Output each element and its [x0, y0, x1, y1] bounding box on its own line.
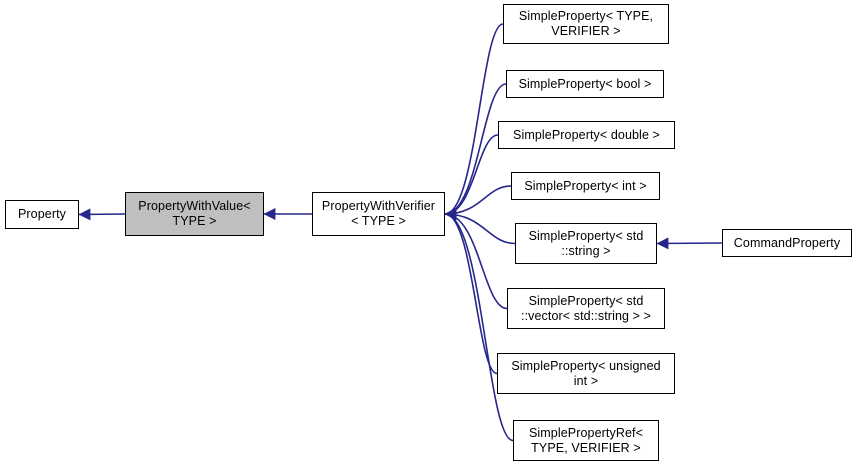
edge-simple-property-unsigned-int-to-property-with-verifier — [444, 208, 498, 375]
node-command-property[interactable]: CommandProperty — [722, 229, 852, 257]
node-label: PropertyWithVerifier < TYPE > — [321, 199, 436, 228]
node-simple-property-type-verifier[interactable]: SimpleProperty< TYPE, VERIFIER > — [503, 4, 669, 44]
node-label: SimpleProperty< std ::vector< std::strin… — [521, 293, 651, 323]
node-property[interactable]: Property — [5, 200, 79, 229]
node-simple-property-bool[interactable]: SimpleProperty< bool > — [506, 70, 664, 98]
node-simple-property-unsigned-int[interactable]: SimpleProperty< unsigned int > — [497, 353, 675, 394]
edge-simple-property-std-string-to-property-with-verifier — [444, 208, 516, 245]
edge-simple-property-bool-to-property-with-verifier — [444, 83, 507, 220]
node-simple-property-int[interactable]: SimpleProperty< int > — [511, 172, 660, 200]
edge-simple-property-ref-type-verifier-to-property-with-verifier — [444, 208, 514, 442]
node-simple-property-ref-type-verifier[interactable]: SimplePropertyRef< TYPE, VERIFIER > — [513, 420, 659, 461]
edge-simple-property-std-vector-std-string-to-property-with-verifier — [444, 208, 508, 310]
node-property-with-value[interactable]: PropertyWithValue< TYPE > — [125, 192, 264, 236]
node-label: Property — [17, 207, 67, 221]
node-property-with-verifier[interactable]: PropertyWithVerifier < TYPE > — [312, 192, 445, 236]
edge-property-with-value-to-property — [78, 208, 126, 221]
node-label: SimpleProperty< unsigned int > — [511, 358, 661, 388]
node-label: CommandProperty — [733, 235, 841, 250]
edge-simple-property-type-verifier-to-property-with-verifier — [444, 23, 504, 220]
edge-simple-property-double-to-property-with-verifier — [444, 134, 499, 220]
edge-command-property-to-simple-property-std-string — [656, 237, 723, 250]
node-label: SimplePropertyRef< TYPE, VERIFIER > — [528, 425, 643, 455]
edge-simple-property-int-to-property-with-verifier — [444, 185, 512, 220]
node-label: SimpleProperty< double > — [513, 127, 660, 142]
node-simple-property-std-string[interactable]: SimpleProperty< std ::string > — [515, 223, 657, 264]
node-label: SimpleProperty< std ::string > — [528, 228, 644, 258]
node-label: SimpleProperty< TYPE, VERIFIER > — [518, 9, 654, 38]
node-simple-property-std-vector-std-string[interactable]: SimpleProperty< std ::vector< std::strin… — [507, 288, 665, 329]
node-label: PropertyWithValue< TYPE > — [138, 199, 251, 228]
node-label: SimpleProperty< bool > — [518, 76, 652, 91]
node-simple-property-double[interactable]: SimpleProperty< double > — [498, 121, 675, 149]
node-label: SimpleProperty< int > — [524, 178, 647, 193]
